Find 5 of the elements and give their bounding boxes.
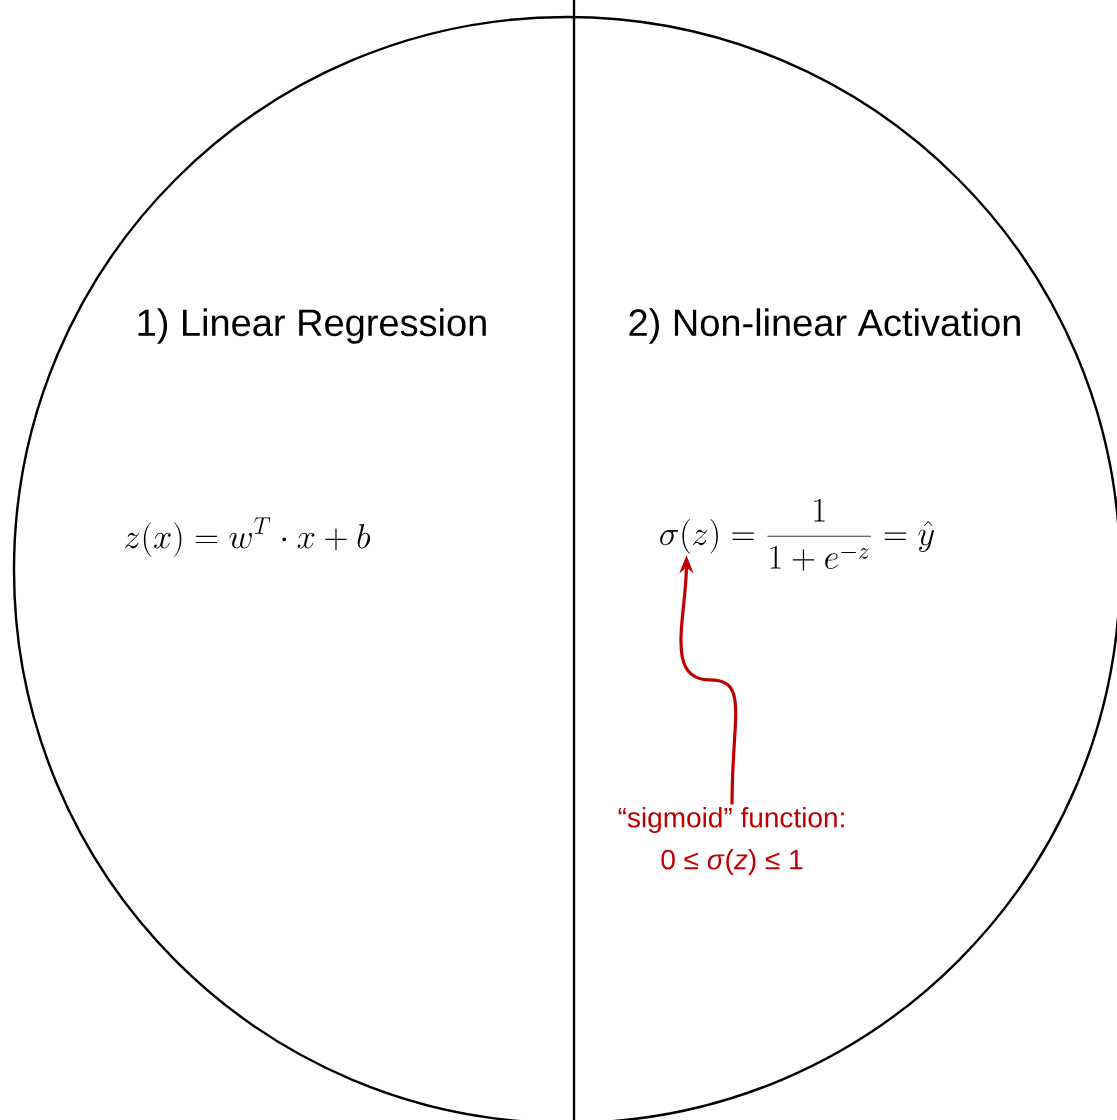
formula: $\sigma(z) = \frac{1}{1+e^{-z}} = \hat{y}$ (660, 498, 934, 571)
formula: $z(x) = w^{T} \cdot x + b$ (124, 517, 371, 557)
section-heading: 2) Non-linear Activation (629, 308, 1020, 344)
annotation-text: “sigmoid” function: 0 ≤ σ(z) ≤ 1 (618, 806, 844, 876)
section-heading: 1) Linear Regression (138, 308, 486, 344)
